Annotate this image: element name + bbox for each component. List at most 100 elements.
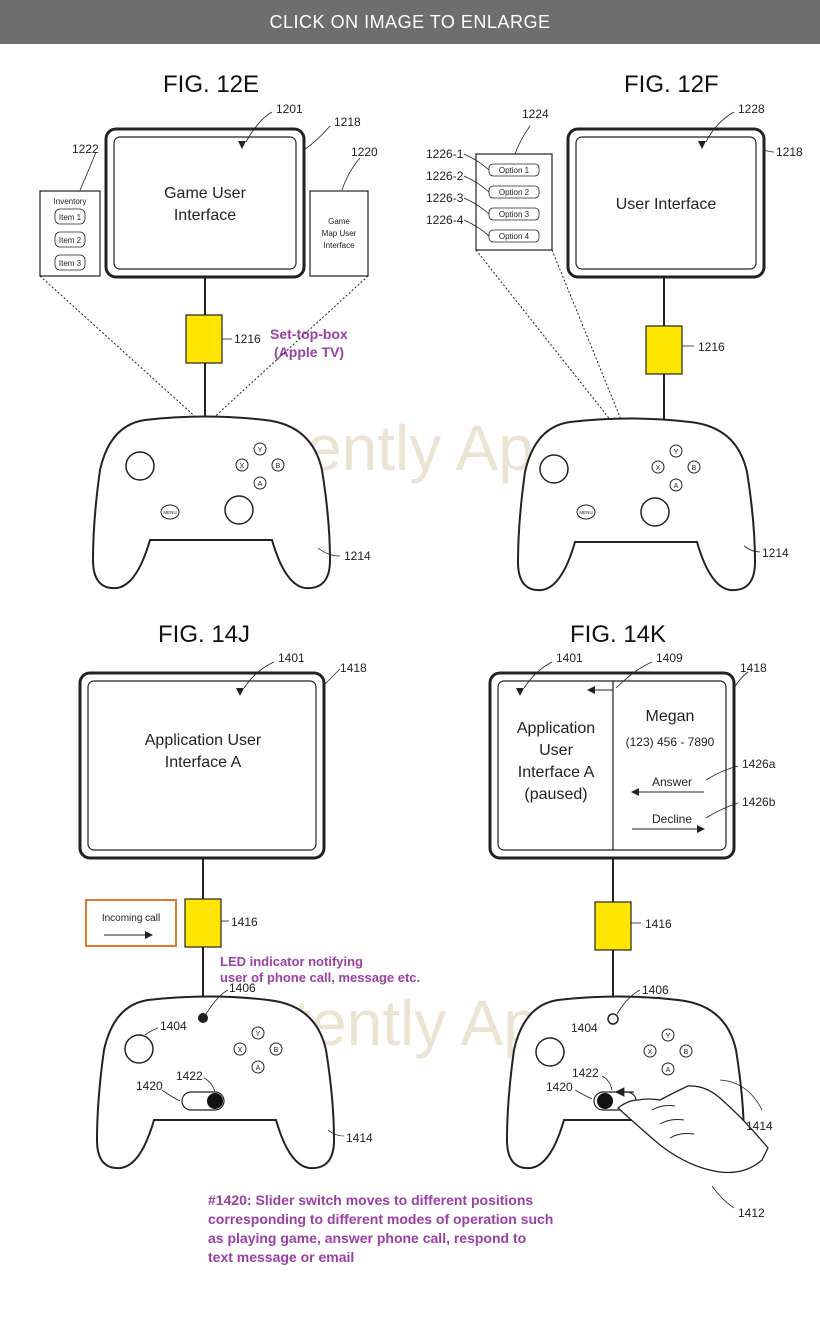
led-indicator-14j bbox=[198, 1013, 208, 1023]
incoming-call-box bbox=[85, 899, 177, 947]
paused-line-1: Application bbox=[517, 720, 595, 737]
ref-1226-2: 1226-2 bbox=[426, 169, 464, 183]
ref-1414-14j: 1414 bbox=[346, 1131, 373, 1145]
svg-text:Y: Y bbox=[258, 447, 263, 454]
svg-text:X: X bbox=[648, 1049, 653, 1056]
map-line-3: Interface bbox=[323, 241, 355, 250]
inventory-item-2 bbox=[54, 231, 86, 248]
fig-14k-title: FIG. 14K bbox=[570, 621, 666, 648]
caller-name: Megan bbox=[646, 708, 695, 725]
set-top-box-14k bbox=[594, 901, 632, 951]
ref-1222: 1222 bbox=[72, 142, 99, 156]
inventory-title: Inventory bbox=[54, 197, 87, 206]
svg-text:X: X bbox=[656, 465, 661, 472]
ref-1416-14k: 1416 bbox=[645, 917, 672, 931]
ref-1422-14k: 1422 bbox=[572, 1066, 599, 1080]
svg-text:Y: Y bbox=[666, 1033, 671, 1040]
map-panel bbox=[309, 190, 369, 277]
inventory-item-1 bbox=[54, 208, 86, 225]
note-line-4: text message or email bbox=[208, 1249, 354, 1265]
set-top-box-note-line-1: Set-top-box bbox=[270, 326, 348, 342]
user-interface-label: User Interface bbox=[616, 196, 717, 213]
decline-label: Decline bbox=[652, 812, 692, 826]
ref-1214-12e: 1214 bbox=[344, 549, 371, 563]
app-screen-display-14k bbox=[497, 680, 727, 851]
svg-text:A: A bbox=[256, 1065, 261, 1072]
ref-1224: 1224 bbox=[522, 107, 549, 121]
game-screen-frame bbox=[104, 127, 306, 279]
option-1-label: Option 1 bbox=[499, 166, 530, 175]
set-top-box-note-line-2: (Apple TV) bbox=[274, 344, 344, 360]
svg-text:B: B bbox=[276, 463, 281, 470]
ref-1420-14j: 1420 bbox=[136, 1079, 163, 1093]
left-stick-12e bbox=[125, 451, 155, 481]
ref-1228: 1228 bbox=[738, 102, 765, 116]
ref-1401-14k: 1401 bbox=[556, 651, 583, 665]
ref-1418-14k: 1418 bbox=[740, 661, 767, 675]
set-top-box-14j bbox=[184, 898, 222, 948]
patent-figures-diagram: Patently Apple Patently Apple FIG. 12E G… bbox=[39, 71, 803, 1265]
menu-button-12f bbox=[576, 504, 596, 520]
inventory-item-3-label: Item 3 bbox=[59, 259, 82, 268]
ref-1218-12f: 1218 bbox=[776, 145, 803, 159]
inventory-item-3 bbox=[54, 254, 86, 271]
option-2-label: Option 2 bbox=[499, 188, 530, 197]
game-screen-display bbox=[113, 136, 297, 270]
game-ui-line-1: Game User bbox=[164, 185, 246, 202]
slider-knob-14k bbox=[597, 1093, 613, 1109]
fig-12f: FIG. 12F User Interface 1228 1218 1224 O… bbox=[426, 71, 803, 592]
option-4-label: Option 4 bbox=[499, 232, 530, 241]
left-stick-12f bbox=[539, 454, 569, 484]
fig-12e: FIG. 12E Game User Interface 1201 1218 I… bbox=[39, 71, 378, 590]
option-3-label: Option 3 bbox=[499, 210, 530, 219]
ref-1218-12e: 1218 bbox=[334, 115, 361, 129]
app-ui-line-1: Application User bbox=[145, 732, 262, 749]
svg-text:X: X bbox=[240, 463, 245, 470]
ref-1401-14j: 1401 bbox=[278, 651, 305, 665]
x-button-12f bbox=[651, 460, 665, 474]
ref-1406-14j: 1406 bbox=[229, 981, 256, 995]
a-button-12f bbox=[669, 478, 683, 492]
svg-text:B: B bbox=[684, 1049, 689, 1056]
ref-1226-1: 1226-1 bbox=[426, 147, 464, 161]
ui-screen-display bbox=[575, 136, 757, 270]
ref-1404-14k: 1404 bbox=[571, 1021, 598, 1035]
ref-1201: 1201 bbox=[276, 102, 303, 116]
note-line-3: as playing game, answer phone call, resp… bbox=[208, 1230, 526, 1246]
led-indicator-14k bbox=[607, 1013, 619, 1025]
ref-1214-12f: 1214 bbox=[762, 546, 789, 560]
fig-12f-title: FIG. 12F bbox=[624, 71, 719, 98]
right-stick-12f bbox=[640, 497, 670, 527]
svg-text:B: B bbox=[274, 1047, 279, 1054]
y-button-14k bbox=[661, 1028, 675, 1042]
svg-text:A: A bbox=[258, 481, 263, 488]
note-line-1: #1420: Slider switch moves to different … bbox=[208, 1192, 533, 1208]
paused-line-3: Interface A bbox=[518, 764, 595, 781]
svg-text:X: X bbox=[238, 1047, 243, 1054]
menu-button-12e bbox=[160, 504, 180, 520]
controller-14j bbox=[95, 995, 336, 1170]
ref-1422-14j: 1422 bbox=[176, 1069, 203, 1083]
b-button-14j bbox=[269, 1042, 283, 1056]
fig-14k: FIG. 14K Application User Interface A (p… bbox=[488, 621, 776, 1220]
ref-1216-12e: 1216 bbox=[234, 332, 261, 346]
b-button-12e bbox=[271, 458, 285, 472]
b-button-14k bbox=[679, 1044, 693, 1058]
fig-14j: FIG. 14J Application User Interface A 14… bbox=[78, 621, 420, 1170]
left-stick-14k bbox=[535, 1037, 565, 1067]
ref-1426b: 1426b bbox=[742, 795, 776, 809]
ref-1414-14k: 1414 bbox=[746, 1119, 773, 1133]
a-button-12e bbox=[253, 476, 267, 490]
slider-knob-14j bbox=[207, 1093, 223, 1109]
hand-illustration bbox=[616, 1085, 769, 1174]
enlarge-banner[interactable]: CLICK ON IMAGE TO ENLARGE bbox=[0, 0, 820, 44]
paused-line-2: User bbox=[539, 742, 573, 759]
svg-text:MENU: MENU bbox=[163, 510, 176, 515]
right-stick-12e bbox=[224, 495, 254, 525]
incoming-call-label: Incoming call bbox=[102, 913, 160, 924]
note-line-2: corresponding to different modes of oper… bbox=[208, 1211, 553, 1227]
led-note-line-2: user of phone call, message etc. bbox=[220, 970, 420, 985]
inventory-item-1-label: Item 1 bbox=[59, 213, 82, 222]
y-button-12e bbox=[253, 442, 267, 456]
set-top-box-12f bbox=[645, 325, 683, 375]
